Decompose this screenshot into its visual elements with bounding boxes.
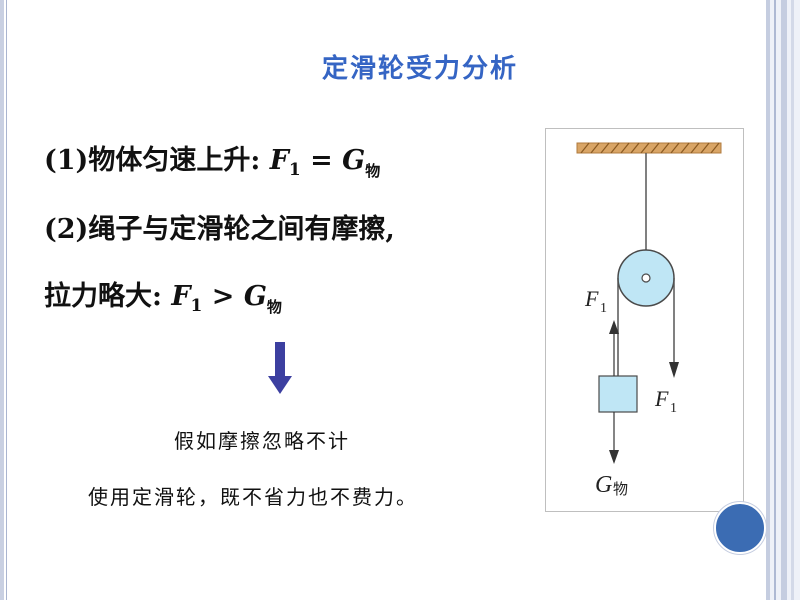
- pulley-diagram: F 1 F 1 G 物: [576, 142, 722, 498]
- hanging-block: [598, 375, 638, 413]
- statement-friction: (2)绳子与定滑轮之间有摩擦,: [44, 214, 395, 245]
- weight-g-symbol-2: G: [243, 281, 267, 312]
- statement-3-prefix: 拉力略大:: [44, 281, 162, 312]
- pulley-figure-frame: [545, 128, 744, 512]
- force-f1-subscript-2: 1: [190, 296, 203, 316]
- note-conclusion: 使用定滑轮，既不省力也不费力。: [88, 485, 418, 509]
- statement-1-prefix: (1)物体匀速上升:: [44, 145, 261, 176]
- pulley-axle: [641, 273, 651, 283]
- right-f1-subscript: 1: [670, 401, 677, 416]
- gravity-g-subscript: 物: [613, 480, 628, 498]
- left-border-stripe: [0, 0, 4, 600]
- equals-sign: =: [310, 145, 333, 176]
- ceiling-support: [576, 142, 722, 154]
- down-arrow-icon: [268, 342, 292, 394]
- left-f1-label: F: [584, 286, 599, 311]
- force-f1-symbol: F: [269, 145, 289, 176]
- greater-than-sign: >: [211, 281, 235, 312]
- weight-g-subscript: 物: [365, 162, 381, 180]
- note-ignore-friction: 假如摩擦忽略不计: [174, 429, 350, 453]
- left-border-line: [6, 0, 7, 600]
- right-f1-label: F: [654, 386, 669, 411]
- right-force-arrowhead: [669, 362, 679, 378]
- right-border-stripe-3: [781, 0, 787, 600]
- right-border-stripe-1: [766, 0, 770, 600]
- statement-pull-larger: 拉力略大: F1 > G物: [44, 274, 282, 317]
- right-border-stripe-2: [774, 0, 776, 600]
- force-f1-symbol-2: F: [171, 281, 191, 312]
- slide-title: 定滑轮受力分析: [321, 54, 518, 84]
- force-f1-subscript: 1: [288, 160, 301, 180]
- gravity-arrowhead: [609, 450, 619, 464]
- left-force-arrowhead: [609, 320, 619, 334]
- weight-g-symbol: G: [342, 145, 366, 176]
- statement-uniform-rise: (1)物体匀速上升: F1 = G物: [44, 138, 380, 181]
- right-border-stripe-4: [791, 0, 794, 600]
- left-f1-subscript: 1: [600, 301, 607, 316]
- gravity-g-label: G: [595, 472, 612, 498]
- weight-g-subscript-2: 物: [266, 298, 282, 316]
- decorative-corner-dot: [714, 502, 766, 554]
